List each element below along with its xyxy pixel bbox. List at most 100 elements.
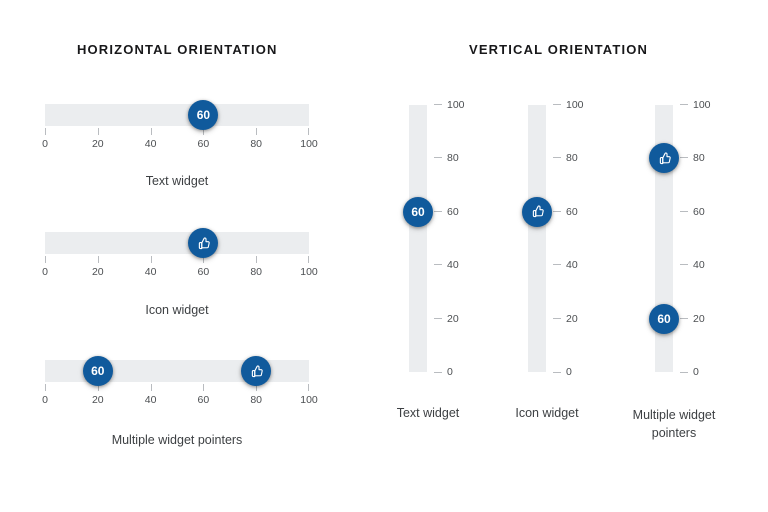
axis-tick-label: 60 bbox=[566, 205, 578, 218]
axis-tick bbox=[308, 256, 309, 263]
axis-tick-label: 20 bbox=[91, 394, 104, 406]
slider-track[interactable]: 60 bbox=[45, 100, 309, 130]
axis-tick bbox=[553, 210, 561, 212]
axis-tick-label: 40 bbox=[144, 138, 157, 150]
slider-handle-value: 60 bbox=[91, 364, 105, 378]
axis-tick-label: 100 bbox=[300, 394, 318, 406]
axis-tick-label: 60 bbox=[197, 138, 210, 150]
axis-tick bbox=[434, 264, 442, 266]
axis-tick bbox=[553, 104, 561, 105]
axis-tick-label: 20 bbox=[91, 138, 104, 150]
axis-tick bbox=[680, 210, 688, 212]
axis-tick-label: 20 bbox=[566, 312, 578, 325]
axis-tick-label: 100 bbox=[693, 99, 711, 111]
thumbs-up-icon bbox=[657, 151, 672, 166]
axis-tick-label: 60 bbox=[197, 266, 210, 278]
axis-tick-label: 0 bbox=[693, 366, 699, 378]
axis-tick bbox=[150, 128, 152, 135]
axis-tick bbox=[680, 104, 688, 105]
caption-vertical-text-widget: Text widget bbox=[396, 406, 460, 420]
thumbs-up-icon bbox=[249, 364, 264, 379]
thumbs-up-icon bbox=[530, 204, 545, 219]
axis-tick-label: 100 bbox=[447, 99, 465, 111]
axis-tick-label: 80 bbox=[693, 152, 705, 165]
axis-tick bbox=[434, 104, 442, 105]
axis-tick bbox=[97, 128, 99, 135]
axis-tick-label: 60 bbox=[693, 205, 705, 218]
axis-tick bbox=[45, 256, 46, 263]
slider-track[interactable]: 60 bbox=[45, 356, 309, 386]
vertical-slider-text-widget[interactable]: 60 0 20 40 60 80 100 bbox=[403, 99, 465, 378]
axis-tick-label: 0 bbox=[566, 366, 572, 378]
caption-horizontal-multiple-pointers: Multiple widget pointers bbox=[111, 433, 243, 447]
axis-tick-label: 40 bbox=[144, 266, 157, 278]
slider-axis: 0 20 40 60 80 100 bbox=[427, 99, 487, 378]
axis-tick-label: 0 bbox=[42, 394, 48, 406]
thumbs-up-icon bbox=[196, 236, 211, 251]
slider-handle-icon[interactable] bbox=[522, 196, 552, 227]
axis-tick bbox=[150, 384, 152, 391]
axis-tick-label: 80 bbox=[447, 152, 459, 165]
slider-handle-text[interactable]: 60 bbox=[82, 356, 113, 386]
horizontal-slider-icon-widget[interactable]: 0 20 40 60 80 100 bbox=[42, 228, 318, 282]
axis-tick bbox=[553, 372, 561, 373]
axis-tick-label: 40 bbox=[566, 259, 578, 272]
slider-handle-icon[interactable] bbox=[649, 143, 679, 174]
axis-tick bbox=[434, 210, 442, 212]
slider-handle-value: 60 bbox=[196, 108, 211, 122]
axis-tick-label: 0 bbox=[42, 266, 48, 278]
axis-tick bbox=[150, 256, 152, 263]
slider-track[interactable]: 60 0 20 40 60 80 100 bbox=[403, 99, 465, 378]
axis-tick bbox=[434, 157, 442, 159]
axis-tick-label: 60 bbox=[197, 394, 210, 406]
axis-tick bbox=[308, 384, 309, 391]
slider-track[interactable] bbox=[45, 228, 309, 258]
axis-tick bbox=[553, 157, 561, 159]
caption-vertical-icon-widget: Icon widget bbox=[515, 406, 579, 420]
axis-tick bbox=[553, 264, 561, 266]
caption-horizontal-text-widget: Text widget bbox=[145, 174, 209, 188]
axis-tick bbox=[203, 384, 205, 391]
slider-handle-value: 60 bbox=[657, 311, 671, 326]
axis-tick-label: 100 bbox=[300, 138, 318, 150]
axis-tick-label: 80 bbox=[250, 138, 263, 150]
axis-tick-label: 80 bbox=[250, 266, 263, 278]
axis-tick bbox=[256, 128, 258, 135]
axis-tick bbox=[680, 157, 688, 159]
axis-tick-label: 0 bbox=[42, 138, 48, 150]
axis-tick-label: 0 bbox=[447, 366, 453, 378]
axis-tick bbox=[97, 384, 99, 391]
axis-tick-label: 100 bbox=[566, 99, 584, 111]
axis-tick bbox=[45, 384, 46, 391]
axis-tick bbox=[203, 128, 205, 135]
axis-tick bbox=[434, 372, 442, 373]
slider-handle-icon[interactable] bbox=[188, 228, 219, 258]
axis-tick bbox=[553, 317, 561, 319]
slider-handle-icon[interactable] bbox=[241, 356, 272, 386]
axis-tick-label: 60 bbox=[447, 205, 459, 218]
axis-tick bbox=[434, 317, 442, 319]
axis-tick-label: 40 bbox=[447, 259, 459, 272]
section-title-vertical: VERTICAL ORIENTATION bbox=[469, 42, 648, 57]
axis-tick-label: 20 bbox=[693, 312, 705, 325]
slider-handle-text[interactable]: 60 bbox=[403, 196, 433, 227]
axis-tick bbox=[256, 384, 258, 391]
axis-tick bbox=[45, 128, 46, 135]
axis-tick-label: 20 bbox=[91, 266, 104, 278]
horizontal-slider-text-widget[interactable]: 60 0 20 40 60 80 100 bbox=[42, 100, 318, 154]
axis-tick-label: 100 bbox=[300, 266, 318, 278]
slider-handle-text[interactable]: 60 bbox=[188, 100, 219, 130]
axis-tick bbox=[680, 372, 688, 373]
axis-tick bbox=[308, 128, 309, 135]
axis-tick-label: 20 bbox=[447, 312, 459, 325]
slider-handle-text[interactable]: 60 bbox=[649, 303, 679, 334]
